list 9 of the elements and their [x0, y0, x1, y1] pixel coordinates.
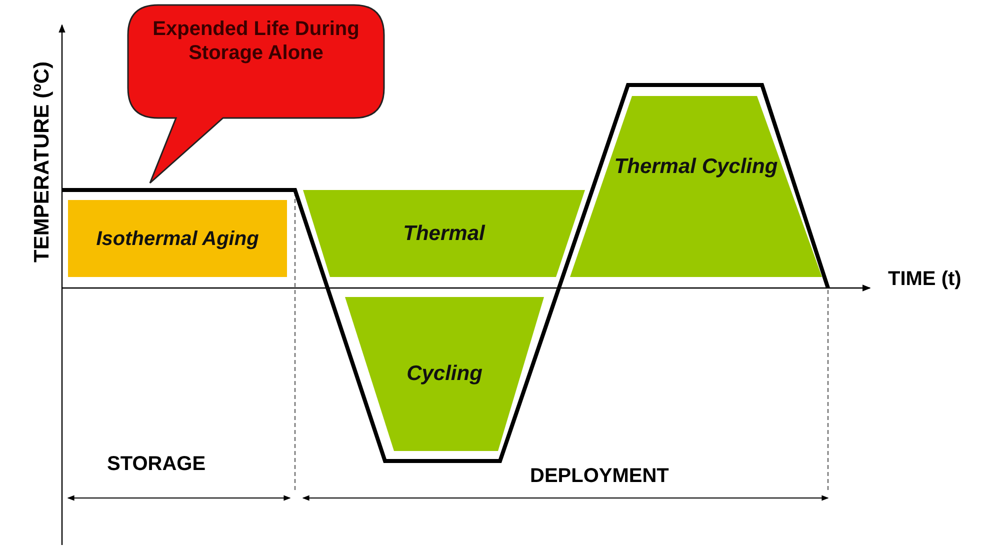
- node-text: Thermal: [403, 220, 485, 246]
- node-text: Cycling: [406, 361, 482, 387]
- phase-label: DEPLOYMENT: [530, 465, 669, 488]
- axis-label: TIME (t): [888, 268, 962, 291]
- node-text: Expended Life During Storage Alone: [152, 17, 360, 65]
- node-text: Isothermal Aging: [96, 226, 259, 250]
- phase-label: STORAGE: [107, 453, 206, 476]
- axis-label: TEMPERATURE (ºC): [30, 62, 54, 262]
- node-text: Thermal Cycling: [613, 154, 779, 180]
